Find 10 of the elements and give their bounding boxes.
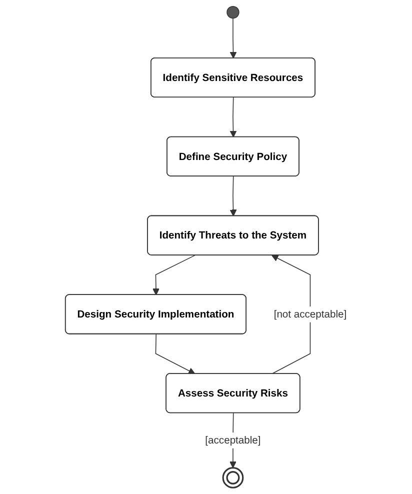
node-circle xyxy=(222,467,244,488)
edge-label: [acceptable] xyxy=(205,434,261,446)
arrow xyxy=(152,254,196,296)
arrow xyxy=(230,18,237,59)
arrow xyxy=(271,255,311,374)
node-circle xyxy=(226,6,240,19)
arrow xyxy=(230,97,237,138)
arrow xyxy=(230,176,237,216)
edge-label: [not acceptable] xyxy=(274,308,347,320)
arrow xyxy=(155,334,196,374)
